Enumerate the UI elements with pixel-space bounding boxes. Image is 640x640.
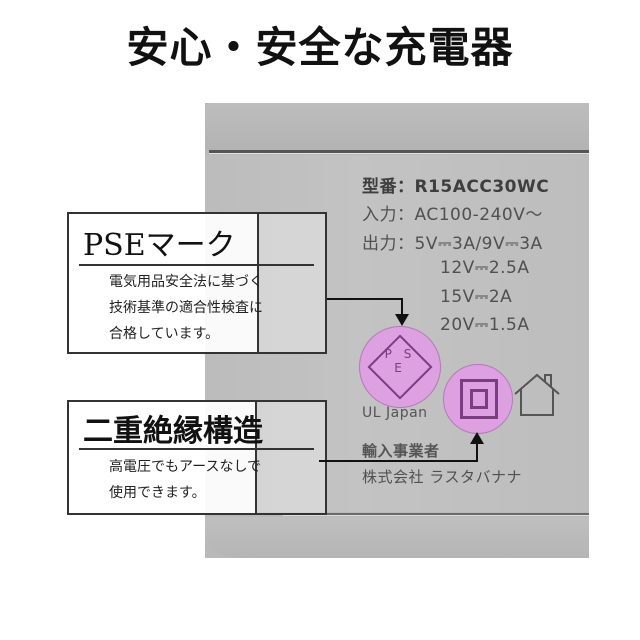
output-rating: 出力：5V⎓3A/9V⎓3A — [362, 234, 543, 254]
arrow-up-icon — [470, 432, 484, 444]
pse-connector-line — [401, 298, 403, 318]
arrow-down-icon — [395, 314, 409, 326]
importer-label: 輸入事業者 — [362, 442, 440, 460]
input-rating: 入力：AC100-240V～ — [362, 205, 543, 225]
device-seam — [209, 150, 589, 154]
pse-mark-icon: P S E — [360, 347, 440, 375]
description-line: 合格しています。 — [109, 326, 220, 342]
pse-letters: P S — [384, 347, 416, 361]
device-seam — [283, 513, 589, 516]
description-line: 電気用品安全法に基づく — [109, 274, 263, 290]
divider — [79, 448, 314, 450]
callout-title: 二重絶縁構造 — [83, 414, 263, 449]
device-top-edge — [205, 103, 589, 150]
pse-connector-line — [327, 298, 402, 300]
divider — [79, 264, 314, 266]
output-rating: 12V⎓2.5A — [440, 258, 530, 278]
callout-description: 電気用品安全法に基づく 技術基準の適合性検査に 合格しています。 — [109, 269, 263, 347]
certifier-name: UL Japan — [362, 405, 428, 421]
output-rating: 15V⎓2A — [440, 287, 513, 307]
double-insulation-connector-line — [319, 460, 477, 462]
double-insulation-highlight — [443, 364, 513, 434]
house-icon — [514, 373, 560, 416]
device-bottom-edge — [205, 517, 589, 558]
description-line: 技術基準の適合性検査に — [109, 300, 263, 316]
description-line: 高電圧でもアースなしで — [109, 459, 262, 475]
inner-square — [470, 389, 488, 409]
product-photo: 型番：R15ACC30WC 入力：AC100-240V～ 出力：5V⎓3A/9V… — [205, 103, 589, 558]
output-rating: 20V⎓1.5A — [440, 315, 530, 335]
pse-letters: E — [394, 361, 406, 375]
callout-description: 高電圧でもアースなしで 使用できます。 — [109, 454, 261, 506]
double-insulation-connector-line — [476, 440, 478, 462]
importer-name: 株式会社 ラスタバナナ — [362, 468, 522, 486]
double-insulation-callout: 二重絶縁構造 高電圧でもアースなしで 使用できます。 — [67, 400, 314, 515]
model-number: 型番：R15ACC30WC — [362, 177, 550, 197]
headline: 安心・安全な充電器 — [126, 23, 514, 72]
pse-callout: PSEマーク 電気用品安全法に基づく 技術基準の適合性検査に 合格しています。 — [67, 212, 314, 354]
description-line: 使用できます。 — [109, 485, 206, 501]
callout-title: PSEマーク — [83, 228, 236, 263]
double-square-icon — [460, 379, 498, 419]
pse-mark-highlight: P S E — [359, 326, 441, 408]
